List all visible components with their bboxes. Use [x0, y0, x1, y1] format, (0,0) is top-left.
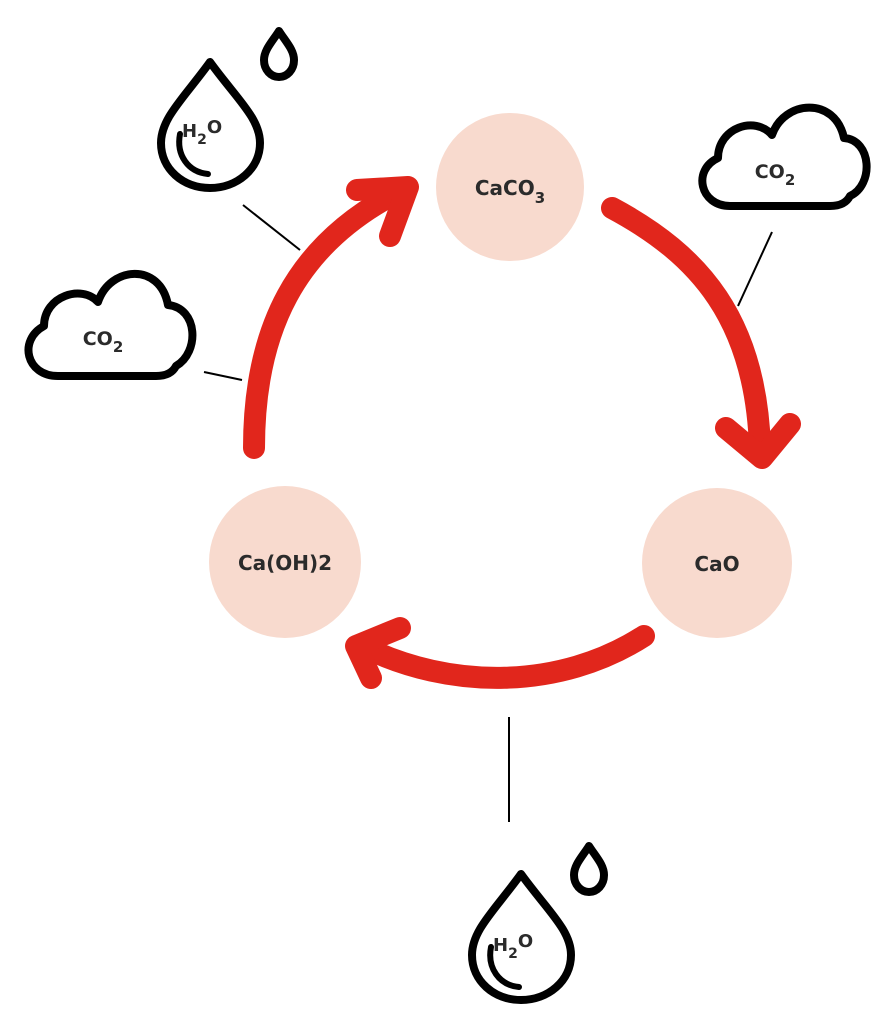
connector-lines	[203, 204, 773, 822]
node-cao: CaO	[642, 488, 792, 638]
arrow-to-cao	[601, 197, 771, 459]
connector-cloud-left	[203, 371, 243, 381]
node-caoh2-label: Ca(OH)2	[238, 551, 332, 575]
connector-drop-top	[242, 204, 301, 251]
drop-bottom-label: H2O	[493, 931, 533, 962]
drop-top-label: H2O	[182, 117, 222, 148]
cloud-icon: CO2	[698, 103, 871, 210]
cycle-arrows	[243, 176, 801, 689]
water-drop-icon: H2O	[157, 27, 298, 192]
node-cao-label: CaO	[694, 552, 739, 576]
arrow-to-caoh2	[351, 625, 655, 689]
node-caco3-label: CaCO3	[475, 176, 545, 207]
connector-cloud-right	[737, 231, 773, 307]
arrow-to-cao-head	[715, 413, 801, 469]
arrow-to-caoh2-head	[345, 617, 411, 689]
arrow-to-caco3	[243, 181, 409, 459]
node-caoh2: Ca(OH)2	[209, 486, 361, 638]
cloud-left-label: CO2	[83, 328, 124, 356]
cloud-right-label: CO2	[755, 161, 796, 189]
node-caco3: CaCO3	[436, 113, 584, 261]
cloud-icon: CO2	[24, 269, 197, 380]
water-drop-icon: H2O	[468, 842, 608, 1004]
arrow-to-caco3-head	[346, 176, 419, 247]
